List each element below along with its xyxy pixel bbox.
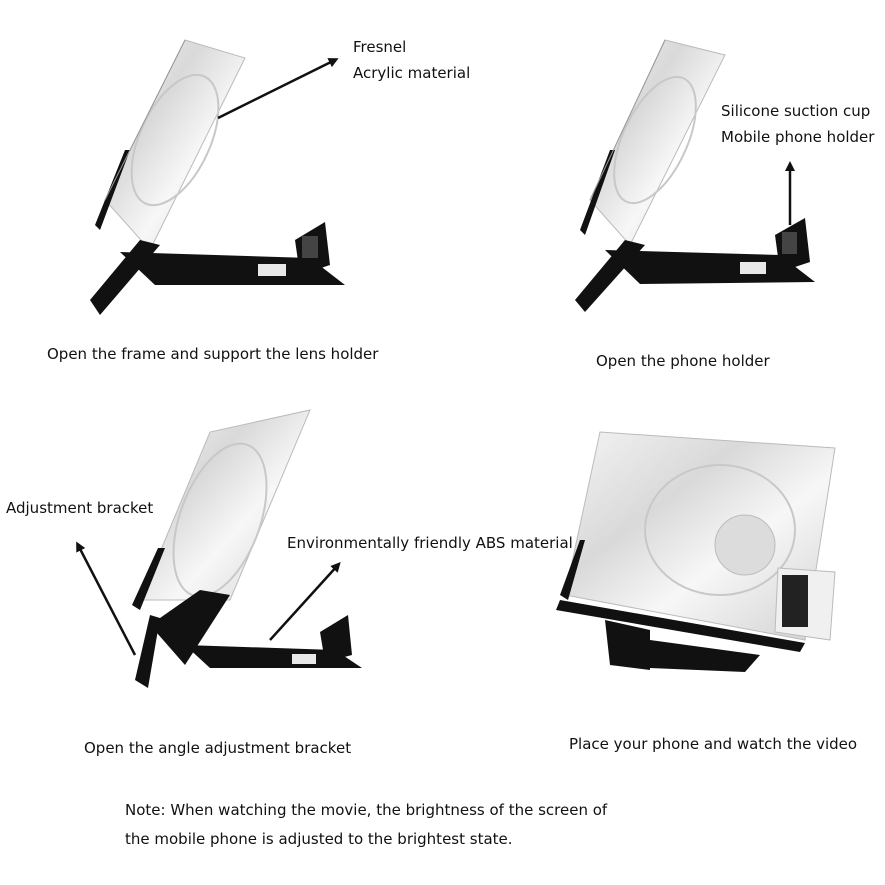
magnifier-stand-with-phone <box>556 431 836 672</box>
arrow-abs-material <box>269 562 341 641</box>
callout-fresnel-line2: Acrylic material <box>353 64 471 82</box>
note-line2: the mobile phone is adjusted to the brig… <box>125 830 513 848</box>
caption-bottom-left: Open the angle adjustment bracket <box>84 739 352 757</box>
arrow-fresnel <box>217 58 339 120</box>
callout-fresnel: Fresnel Acrylic material <box>353 34 470 86</box>
caption-bottom-right: Place your phone and watch the video <box>569 735 858 753</box>
callout-suction-line2: Mobile phone holder <box>721 128 875 146</box>
magnifier-stand-folded-left <box>90 39 345 315</box>
caption-top-right: Open the phone holder <box>596 352 770 370</box>
callout-fresnel-line1: Fresnel <box>353 38 407 56</box>
note-text: Note: When watching the movie, the brigh… <box>125 796 607 854</box>
callout-suction-line1: Silicone suction cup <box>721 102 871 120</box>
note-line1: Note: When watching the movie, the brigh… <box>125 801 608 819</box>
callout-adjustment-bracket: Adjustment bracket <box>6 499 154 517</box>
magnifier-stand-angle-bracket <box>132 409 362 688</box>
callout-abs-material: Environmentally friendly ABS material <box>287 534 573 552</box>
caption-top-left: Open the frame and support the lens hold… <box>47 345 379 363</box>
magnifier-stand-phone-holder <box>575 39 815 312</box>
arrow-adjustment-bracket <box>76 541 137 656</box>
callout-suction-cup: Silicone suction cup Mobile phone holder <box>721 98 874 150</box>
